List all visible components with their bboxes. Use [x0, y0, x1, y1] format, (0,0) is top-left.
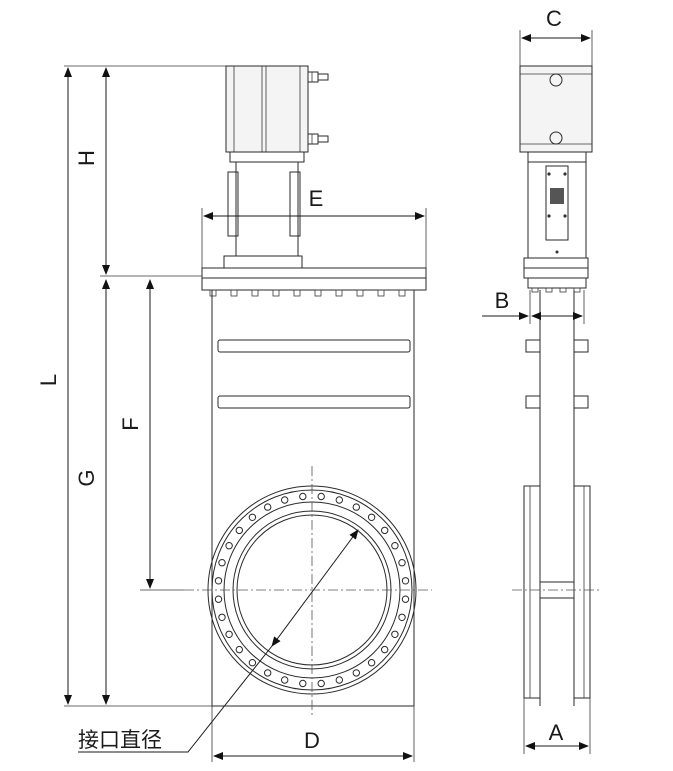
- label-D: D: [304, 728, 320, 753]
- flange-bolt-hole: [214, 577, 223, 585]
- side-bonnet-bolt: [545, 287, 553, 293]
- port-diameter-line: [271, 529, 359, 647]
- flange-bolt-hole: [391, 542, 399, 550]
- side-dimensions: C B A: [482, 6, 593, 754]
- flange-bolt-hole: [352, 669, 360, 677]
- flange-bolt-hole: [367, 659, 376, 667]
- bonnet-bolt: [377, 289, 385, 297]
- side-bonnet-bolt: [531, 287, 539, 293]
- label-G: G: [74, 469, 99, 486]
- label-C: C: [546, 6, 562, 31]
- flange-bolt-hole: [398, 613, 406, 621]
- bonnet-bolt: [251, 289, 259, 297]
- bonnet-flange: [201, 267, 427, 297]
- flange-bolt-hole: [335, 676, 343, 684]
- flange-bolt-hole: [248, 513, 257, 521]
- side-body: [512, 290, 602, 706]
- bonnet-bolt: [293, 289, 301, 297]
- side-bonnet-flange: [523, 257, 589, 293]
- flange-bolt-hole: [225, 542, 233, 550]
- air-fitting-upper: [307, 71, 329, 83]
- side-bonnet-bolt: [573, 287, 581, 293]
- side-actuator: [519, 65, 593, 163]
- side-view: [512, 65, 602, 706]
- flange-bolt-hole: [335, 496, 343, 504]
- flange-bolt-hole: [317, 679, 325, 688]
- flange-bolt-hole: [381, 645, 389, 654]
- label-B: B: [495, 288, 510, 313]
- flange-bolt-hole: [317, 492, 325, 501]
- flange-bolt-hole: [398, 559, 406, 567]
- label-L: L: [36, 374, 61, 386]
- flange-bolt-hole: [264, 669, 272, 677]
- side-bracket: [527, 161, 587, 259]
- flange-bolt-hole: [381, 526, 389, 535]
- side-bonnet-bolt: [559, 287, 567, 293]
- flange-bolt-hole: [352, 503, 360, 511]
- flange-bolt-hole: [264, 503, 272, 511]
- front-dimensions: L H G F E D 接口直径: [36, 65, 427, 762]
- flange-bolt-hole: [218, 559, 226, 567]
- label-port-diameter: 接口直径: [78, 728, 162, 752]
- flange-bolt-hole: [299, 492, 307, 501]
- bonnet-bolt: [356, 289, 364, 297]
- air-fitting-lower: [307, 133, 329, 145]
- flange-bolt-hole: [248, 659, 257, 667]
- flange-bolt-hole: [235, 645, 244, 654]
- front-view: [184, 65, 432, 718]
- valve-body: [211, 290, 415, 707]
- label-A: A: [549, 720, 564, 745]
- bonnet-bolt: [314, 289, 322, 297]
- yoke: [223, 162, 303, 269]
- flange-bolt-hole: [401, 577, 410, 585]
- flange-bolt-hole: [214, 595, 223, 603]
- actuator-cylinder: [225, 65, 329, 163]
- bonnet-bolt: [398, 289, 406, 297]
- flange-bolt-hole: [225, 630, 233, 638]
- bonnet-bolt: [272, 289, 280, 297]
- flange-bolt-hole: [391, 630, 399, 638]
- flange-bolt-hole: [235, 526, 244, 535]
- flange-bolt-hole: [367, 513, 376, 521]
- flange-bolt-hole: [401, 595, 410, 603]
- bonnet-bolt: [209, 289, 217, 297]
- port-flange: [184, 466, 432, 718]
- port-diameter-leader: [78, 645, 273, 753]
- label-F: F: [118, 417, 143, 430]
- flange-bolt-hole: [299, 679, 307, 688]
- flange-bolt-hole: [281, 496, 289, 504]
- label-E: E: [309, 186, 324, 211]
- flange-bolt-hole: [281, 676, 289, 684]
- bonnet-bolt: [230, 289, 238, 297]
- flange-bolt-hole: [218, 613, 226, 621]
- bonnet-bolt: [335, 289, 343, 297]
- label-H: H: [74, 150, 99, 166]
